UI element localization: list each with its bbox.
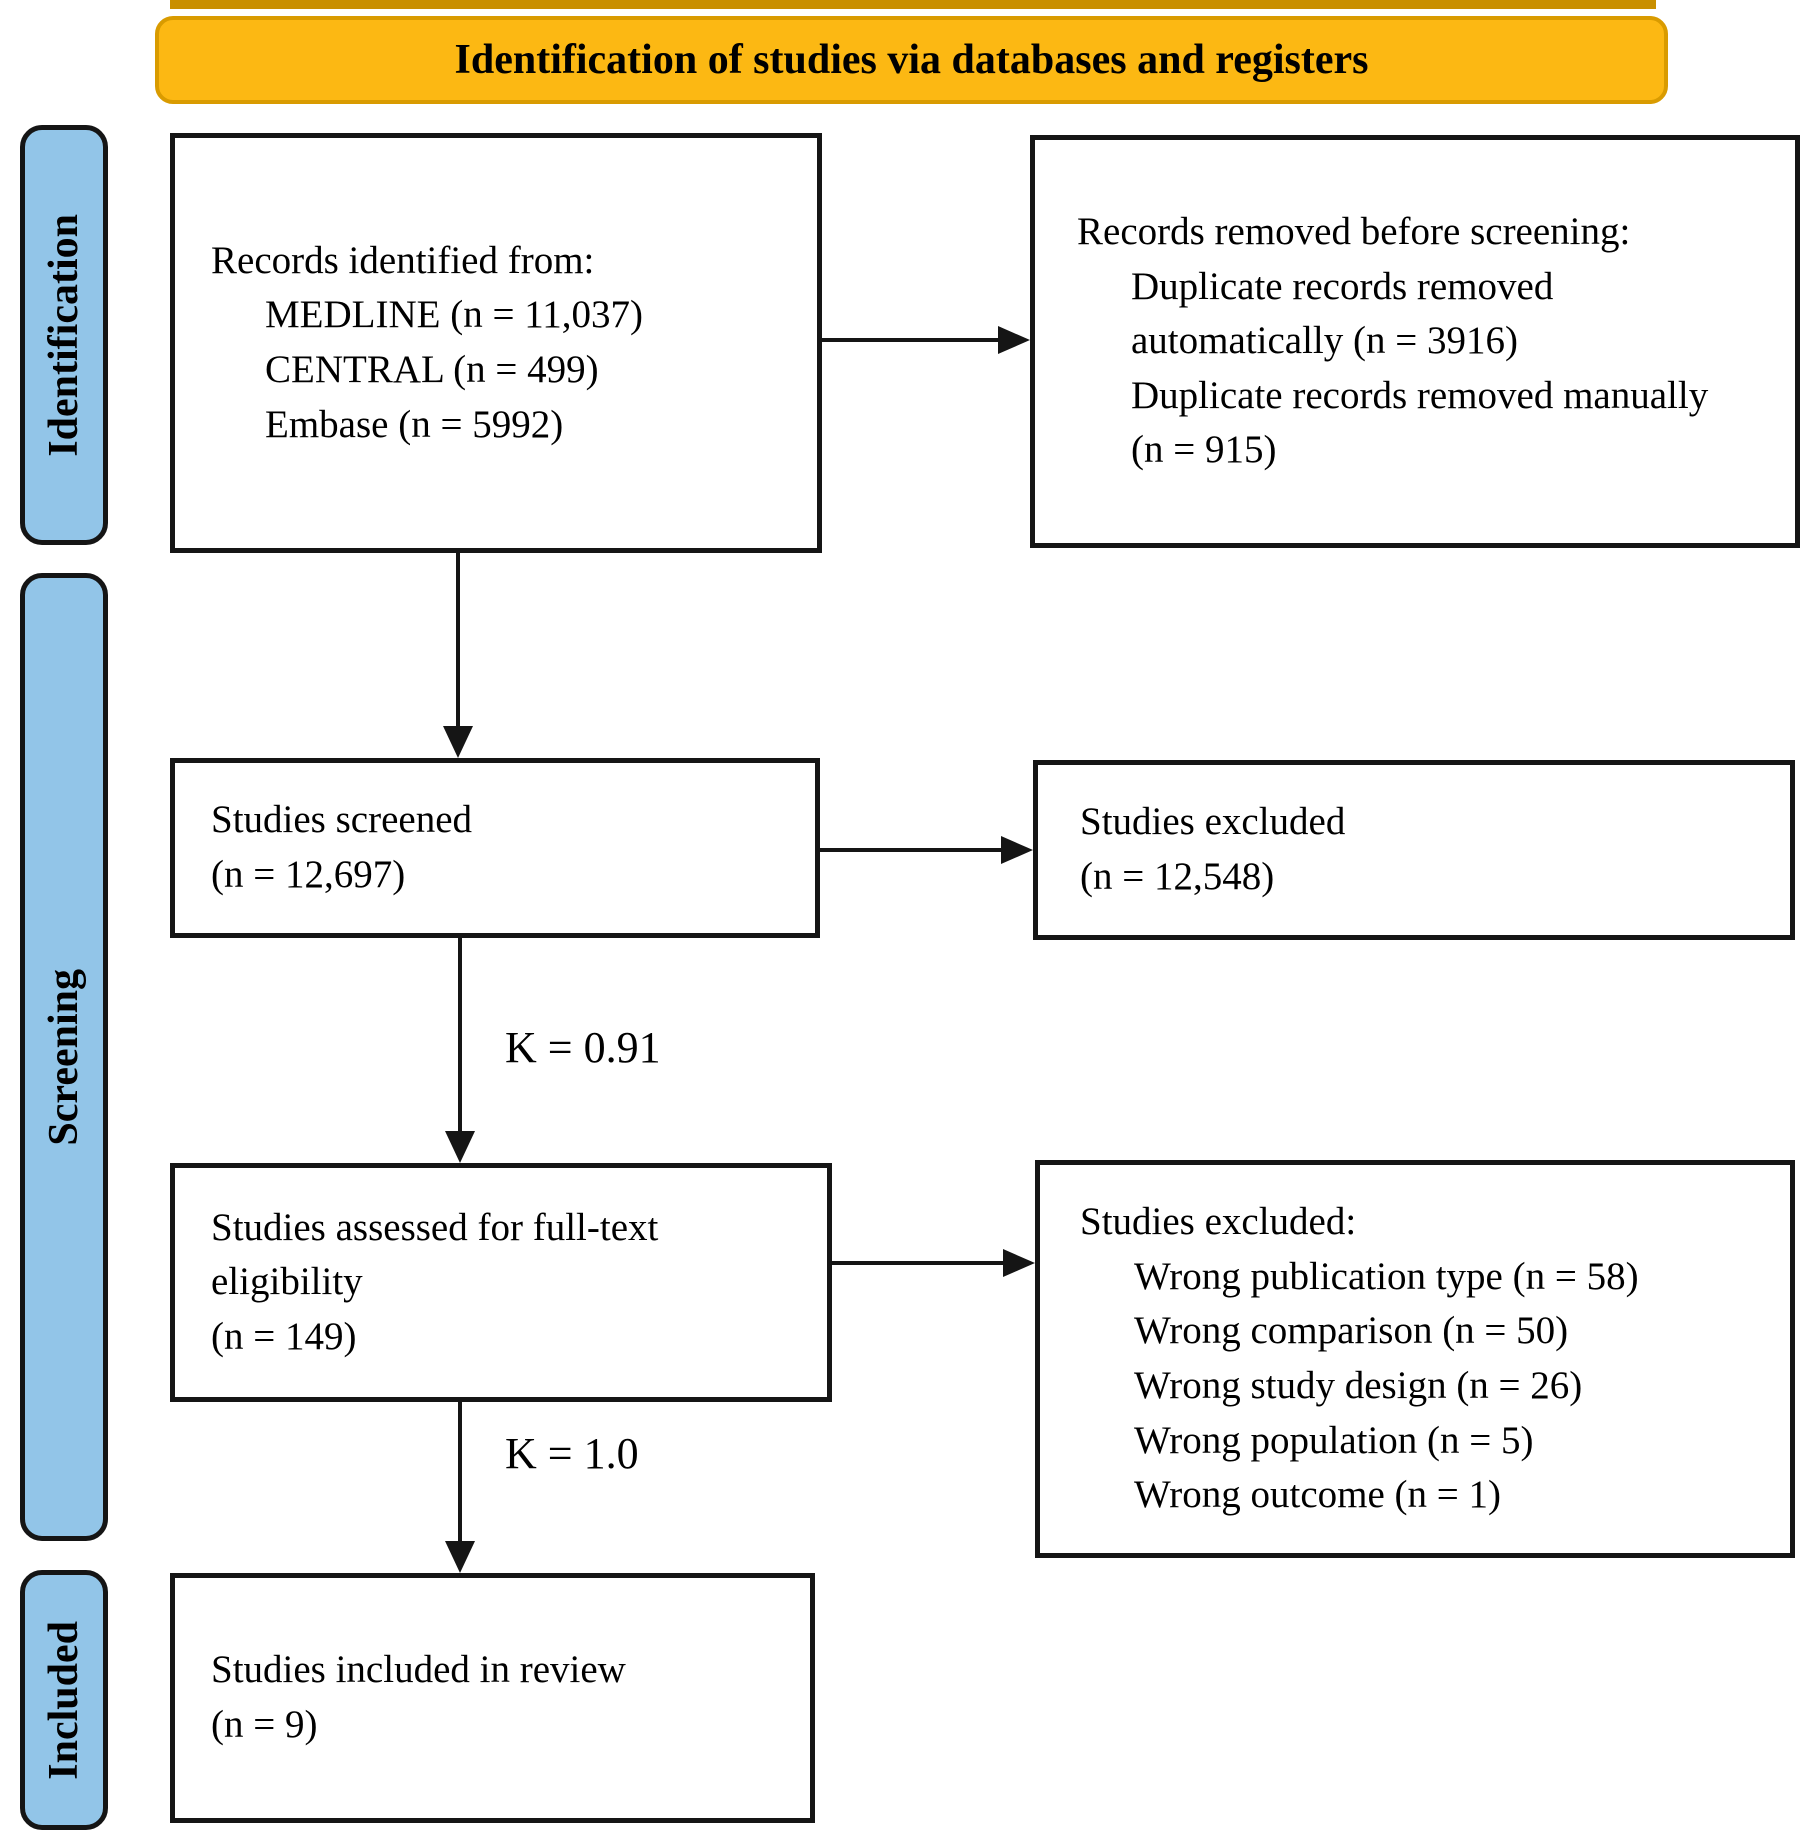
arrowhead-icon	[443, 726, 473, 758]
studies-assessed-line: (n = 149)	[211, 1314, 357, 1358]
diagram-title: Identification of studies via databases …	[454, 37, 1369, 83]
studies-screened-line: (n = 12,697)	[211, 853, 406, 896]
box-studies-included: Studies included in review (n = 9)	[170, 1573, 815, 1823]
stage-label-included: Included	[41, 1620, 87, 1780]
studies-excluded-line: (n = 12,548)	[1080, 855, 1275, 898]
studies-excluded-fulltext-item: Wrong publication type (n = 58)	[1134, 1254, 1639, 1298]
arrow-shaft	[832, 1261, 1011, 1265]
studies-excluded-fulltext-intro: Studies excluded:	[1080, 1200, 1357, 1244]
arrowhead-icon	[998, 326, 1030, 354]
stage-label-screening: Screening	[41, 968, 87, 1146]
arrow-shaft	[456, 553, 460, 734]
arrowhead-icon	[1003, 1249, 1035, 1277]
records-identified-item: CENTRAL (n = 499)	[265, 348, 599, 391]
stage-tab-screening: Screening	[20, 573, 108, 1541]
top-border-strip	[170, 0, 1656, 9]
box-studies-assessed: Studies assessed for full-text eligibili…	[170, 1163, 832, 1402]
stage-tab-identification: Identification	[20, 125, 108, 545]
kappa-label-fulltext: K = 1.0	[505, 1429, 639, 1478]
studies-assessed-line: eligibility	[211, 1260, 363, 1304]
arrow-identified-to-screened	[443, 553, 473, 758]
records-identified-item: Embase (n = 5992)	[265, 402, 564, 446]
kappa-label-screening: K = 0.91	[505, 1023, 661, 1072]
box-studies-screened: Studies screened (n = 12,697)	[170, 758, 820, 938]
arrowhead-icon	[445, 1131, 475, 1163]
studies-screened-line: Studies screened	[211, 798, 473, 842]
records-identified-intro: Records identified from:	[211, 238, 595, 282]
arrow-shaft	[822, 338, 1006, 342]
arrowhead-icon	[445, 1541, 475, 1573]
studies-assessed-line: Studies assessed for full-text	[211, 1205, 659, 1249]
studies-excluded-line: Studies excluded	[1080, 800, 1346, 844]
diagram-header-banner: Identification of studies via databases …	[155, 16, 1668, 104]
studies-excluded-fulltext-item: Wrong population (n = 5)	[1134, 1418, 1534, 1462]
arrow-assessed-to-excluded	[832, 1249, 1035, 1277]
arrow-identified-to-removed	[822, 326, 1030, 354]
arrow-screened-to-assessed	[445, 938, 475, 1163]
box-studies-excluded-fulltext: Studies excluded: Wrong publication type…	[1035, 1160, 1795, 1558]
arrow-screened-to-excluded	[820, 836, 1033, 864]
records-identified-item: MEDLINE (n = 11,037)	[265, 293, 643, 337]
arrowhead-icon	[1001, 836, 1033, 864]
box-records-removed: Records removed before screening: Duplic…	[1030, 135, 1800, 548]
arrow-assessed-to-included	[445, 1402, 475, 1573]
studies-included-line: (n = 9)	[211, 1703, 318, 1746]
studies-excluded-fulltext-item: Wrong comparison (n = 50)	[1134, 1309, 1569, 1353]
arrow-shaft	[820, 848, 1009, 852]
box-records-identified: Records identified from: MEDLINE (n = 11…	[170, 133, 822, 553]
records-removed-item: Duplicate records removed automatically …	[1131, 264, 1554, 363]
arrow-shaft	[458, 1402, 462, 1549]
studies-included-line: Studies included in review	[211, 1648, 626, 1692]
stage-tab-included: Included	[20, 1570, 108, 1830]
records-removed-intro: Records removed before screening:	[1077, 210, 1631, 254]
studies-excluded-fulltext-item: Wrong outcome (n = 1)	[1134, 1473, 1501, 1517]
box-studies-excluded-screening: Studies excluded (n = 12,548)	[1033, 760, 1795, 940]
stage-label-identification: Identification	[41, 213, 87, 457]
arrow-shaft	[458, 938, 462, 1139]
records-removed-item: Duplicate records removed manually (n = …	[1131, 373, 1709, 472]
studies-excluded-fulltext-item: Wrong study design (n = 26)	[1134, 1364, 1583, 1407]
